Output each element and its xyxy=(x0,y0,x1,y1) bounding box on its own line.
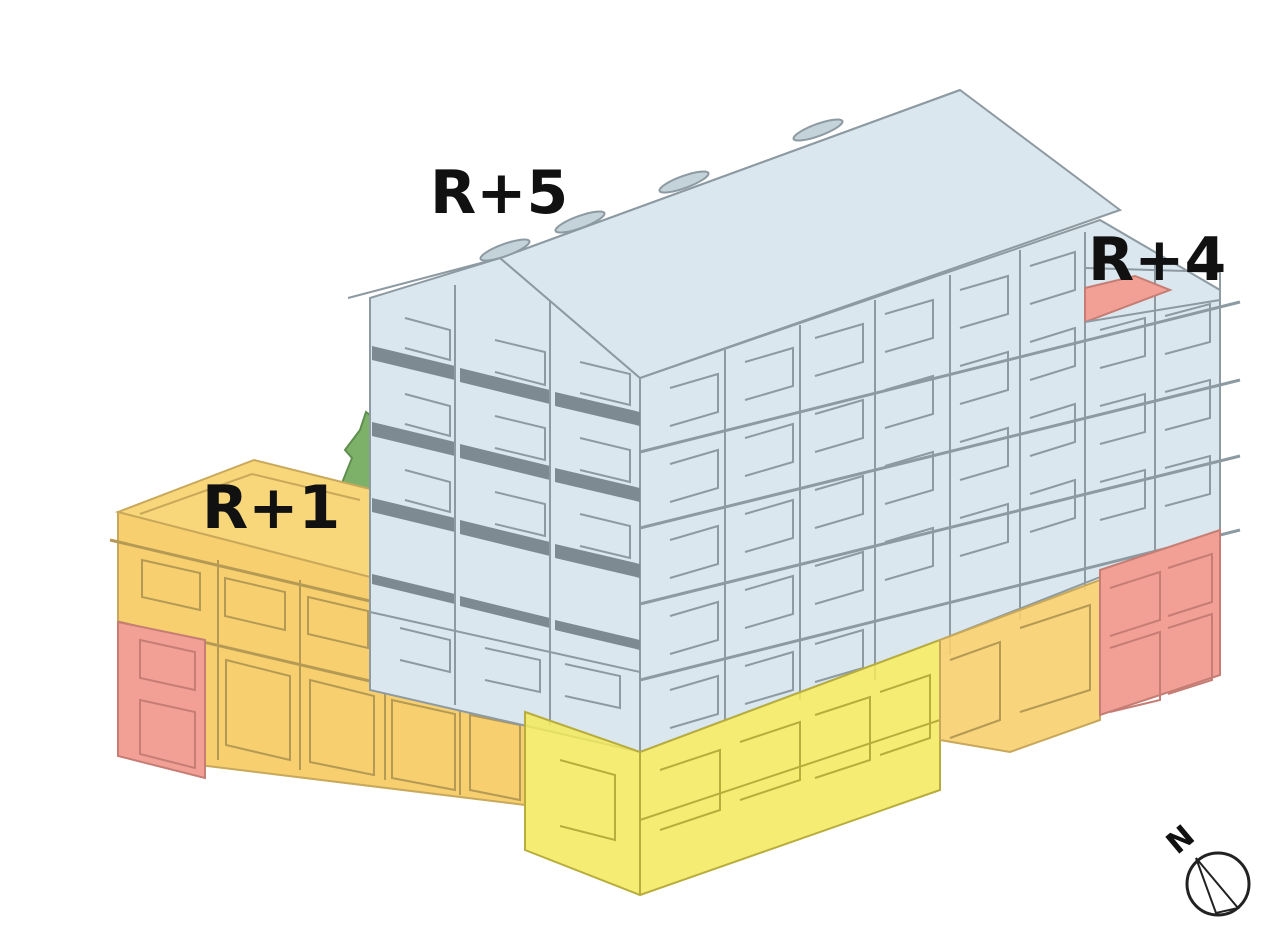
zone-red-right xyxy=(1099,528,1221,717)
label-r5: R+5 xyxy=(430,158,568,228)
zone-red-left xyxy=(117,620,206,780)
tower-roof xyxy=(347,88,1123,380)
north-label: N xyxy=(1160,819,1202,862)
north-arrow-icon: N xyxy=(1160,819,1251,917)
terrace-r4 xyxy=(1084,267,1221,324)
tree-icon xyxy=(338,410,375,494)
label-r4: R+4 xyxy=(1088,225,1226,295)
zone-yellow-ground xyxy=(524,638,941,897)
main-tower xyxy=(347,88,1241,754)
label-r1: R+1 xyxy=(202,473,340,543)
right-wing-r1 xyxy=(939,578,1101,754)
